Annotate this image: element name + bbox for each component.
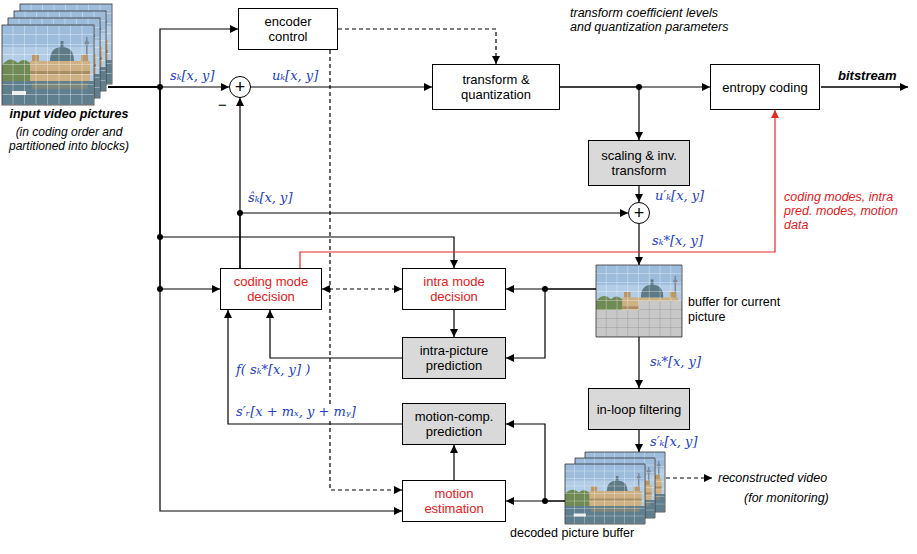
box-label: motion-comp. prediction bbox=[409, 409, 499, 439]
operator-sign: + bbox=[634, 204, 645, 222]
buffer-caption: buffer for current picture bbox=[688, 295, 798, 325]
signal-arrow bbox=[506, 500, 565, 501]
picture-caption: input video pictures bbox=[4, 107, 134, 122]
process-box: intra-picture prediction bbox=[402, 337, 506, 379]
output-label: reconstructed video bbox=[716, 471, 829, 486]
box-label: entropy coding bbox=[722, 80, 807, 95]
signal-arrow bbox=[228, 310, 402, 424]
signal-label: u′ₖ[x, y] bbox=[653, 188, 706, 204]
signal-arrow bbox=[270, 310, 402, 358]
signal-arrow bbox=[638, 430, 639, 452]
signal-arrow bbox=[506, 424, 565, 501]
edge-note: transform coefficient levels and quantiz… bbox=[568, 6, 742, 34]
block-grid bbox=[596, 310, 682, 337]
signal-label: sₖ*[x, y] bbox=[650, 233, 705, 249]
signal-label: ŝₖ[x, y] bbox=[246, 190, 295, 206]
process-box: scaling & inv. transform bbox=[588, 140, 690, 186]
control-arrow bbox=[338, 29, 496, 64]
signal-arrow bbox=[638, 186, 639, 202]
picture-stack: input video pictures(in coding order and… bbox=[2, 4, 108, 153]
video-frame bbox=[596, 265, 682, 337]
box-label: encoder control bbox=[245, 14, 331, 44]
edge-note: coding modes, intra pred. modes, motion … bbox=[782, 190, 912, 232]
box-label: intra mode decision bbox=[409, 274, 499, 304]
uncoded-blocks bbox=[596, 310, 682, 337]
signal-arrow bbox=[251, 86, 432, 87]
process-box: transform & quantization bbox=[432, 64, 560, 110]
signal-label: sₖ*[x, y] bbox=[648, 354, 703, 370]
box-label: transform & quantization bbox=[439, 72, 553, 102]
signal-arrow bbox=[108, 87, 402, 511]
buffer-caption: decoded picture buffer bbox=[510, 526, 670, 541]
output-note: (for monitoring) bbox=[742, 491, 831, 506]
box-label: coding mode decision bbox=[227, 274, 315, 304]
signal-arrow bbox=[108, 29, 238, 87]
box-label: scaling & inv. transform bbox=[595, 148, 683, 178]
signal-label: f( sₖ*[x, y] ) bbox=[234, 362, 312, 378]
uncoded-blocks bbox=[639, 301, 682, 310]
frame-border bbox=[596, 265, 682, 337]
signal-arrow bbox=[240, 213, 628, 268]
decision-box: motion estimation bbox=[402, 480, 506, 522]
junction-dots bbox=[157, 84, 642, 504]
video-frame bbox=[565, 464, 645, 524]
process-box: entropy coding bbox=[710, 64, 820, 110]
decision-box: intra mode decision bbox=[402, 268, 506, 310]
box-label: intra-picture prediction bbox=[409, 343, 499, 373]
summing-junction: + bbox=[628, 202, 650, 224]
picture-buffer: decoded picture buffer bbox=[565, 452, 665, 524]
frame-border bbox=[2, 25, 94, 105]
decoded-picture-stack bbox=[565, 452, 665, 524]
signal-arrow bbox=[300, 110, 775, 268]
signal-arrow bbox=[638, 224, 639, 265]
block-grid bbox=[639, 301, 682, 310]
current-picture-buffer bbox=[596, 265, 682, 337]
signal-arrow bbox=[560, 87, 639, 140]
control-arrow bbox=[322, 288, 402, 289]
signal-arrow bbox=[453, 310, 454, 337]
decision-box: coding mode decision bbox=[220, 268, 322, 310]
output-label: bitstream bbox=[836, 68, 899, 84]
signal-arrow bbox=[453, 445, 454, 480]
process-box: encoder control bbox=[238, 8, 338, 50]
signal-label: uₖ[x, y] bbox=[270, 68, 320, 84]
bitstream-arrow bbox=[821, 86, 908, 87]
signal-label: s′ₖ[x, y] bbox=[648, 434, 699, 450]
box-label: motion estimation bbox=[409, 486, 499, 516]
signal-arrow bbox=[638, 337, 639, 388]
process-box: motion-comp. prediction bbox=[402, 403, 506, 445]
picture-buffer: buffer for current picture bbox=[596, 265, 682, 337]
operator-sign: − bbox=[216, 97, 229, 113]
signal-label: sₖ[x, y] bbox=[168, 68, 217, 84]
signal-label: s′ᵣ[x + mₓ, y + mᵧ] bbox=[234, 404, 358, 420]
operator-sign: + bbox=[235, 78, 246, 96]
monitor-arrow bbox=[666, 477, 712, 478]
summing-junction: + bbox=[229, 76, 251, 98]
process-box: in-loop filtering bbox=[588, 388, 690, 430]
signal-arrow bbox=[506, 289, 596, 358]
input-picture-stack bbox=[2, 4, 112, 105]
video-frame bbox=[2, 25, 94, 105]
box-label: in-loop filtering bbox=[597, 402, 682, 417]
picture-caption: (in coding order and partitioned into bl… bbox=[4, 125, 134, 153]
